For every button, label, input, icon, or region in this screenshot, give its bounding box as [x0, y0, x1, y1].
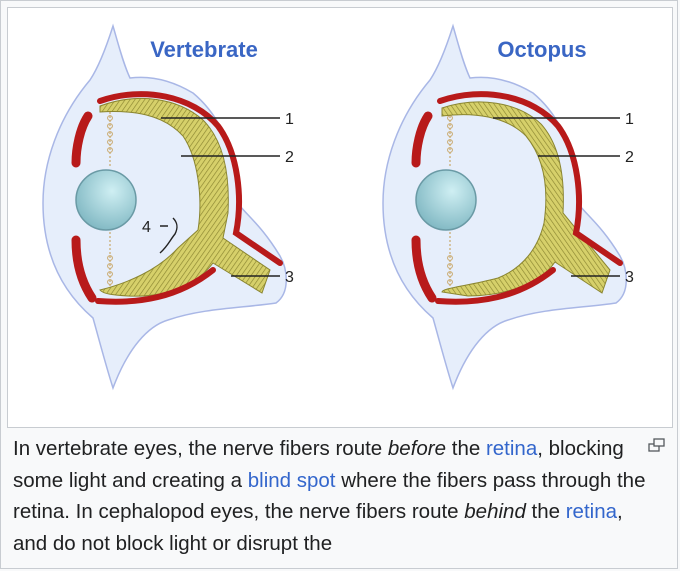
diagram-image[interactable]: Vertebrate 1 2 3 4 Octopus 1 2 3	[7, 7, 673, 428]
caption-text-6: , and do not block light or disrupt the	[13, 500, 623, 555]
octopus-label-1: 1	[625, 111, 634, 128]
caption-em-before: before	[387, 437, 447, 460]
figure-caption: In vertebrate eyes, the nerve fibers rou…	[13, 433, 653, 559]
caption-em-behind: behind	[464, 500, 526, 523]
eye-diagram-svg: Vertebrate 1 2 3 4 Octopus 1 2 3	[8, 8, 634, 429]
vertebrate-eye	[43, 26, 286, 388]
vertebrate-label-3: 3	[285, 269, 294, 286]
retina-link-2[interactable]: retina	[565, 500, 618, 523]
caption-text-4: where the fibers pass through the retina…	[13, 468, 646, 524]
caption-text-1: In vertebrate eyes, the nerve fibers rou…	[13, 437, 388, 460]
enlarge-icon[interactable]	[648, 438, 666, 452]
blind-spot-link[interactable]: blind spot	[247, 468, 336, 492]
vertebrate-label-2: 2	[285, 149, 294, 166]
caption-text-2: the	[446, 437, 486, 460]
vertebrate-label-4: 4	[142, 219, 151, 236]
caption-text-3: , blocking some light and creating a	[13, 437, 624, 492]
vertebrate-title: Vertebrate	[150, 37, 258, 62]
octopus-label-3: 3	[625, 269, 634, 286]
octopus-label-2: 2	[625, 149, 634, 166]
octopus-eye	[383, 26, 626, 388]
vertebrate-label-1: 1	[285, 111, 294, 128]
retina-link[interactable]: retina	[485, 437, 538, 460]
caption-text-5: the	[525, 500, 566, 523]
octopus-title: Octopus	[497, 37, 586, 62]
